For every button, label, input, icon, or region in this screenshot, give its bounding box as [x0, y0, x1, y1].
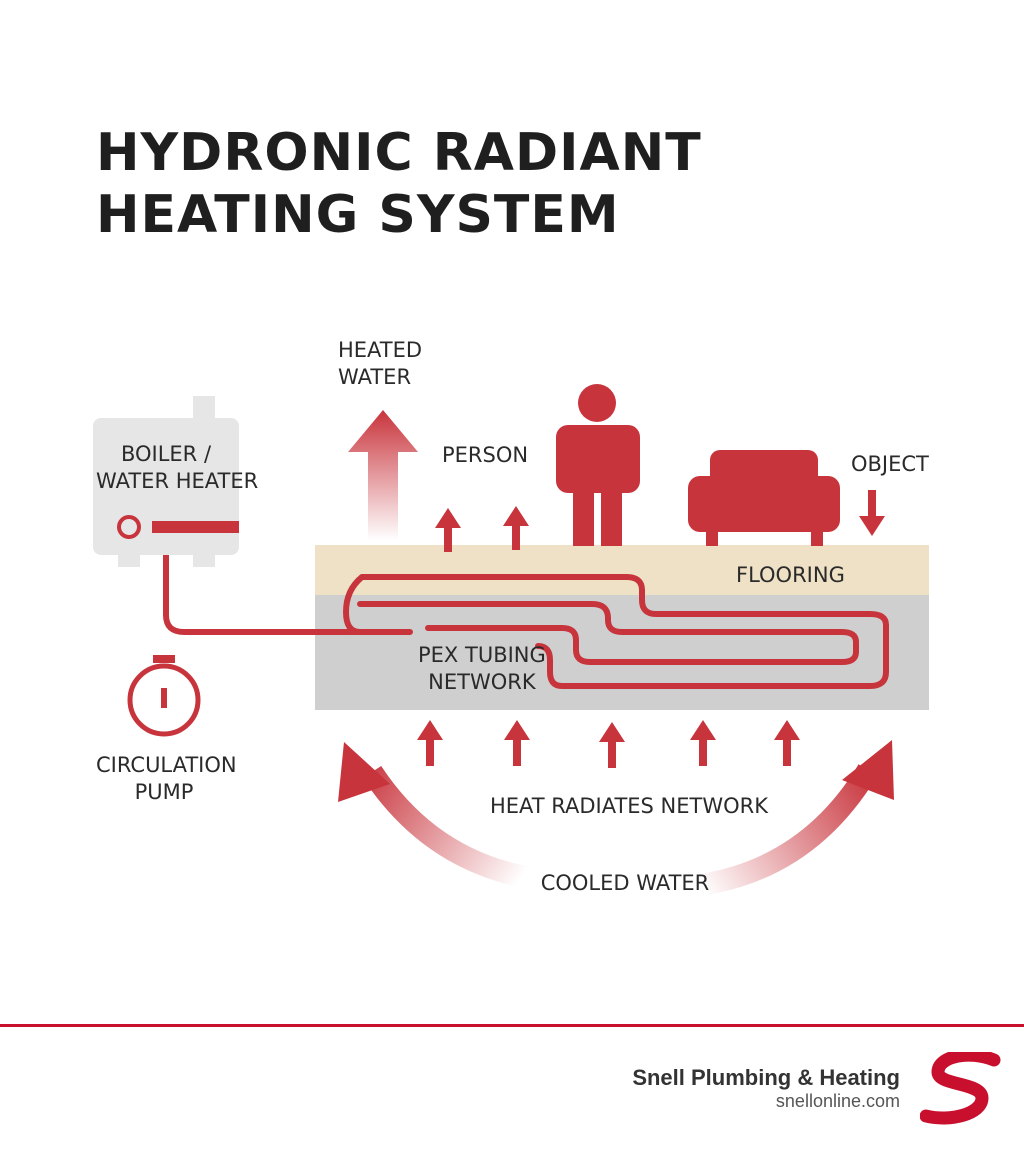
page-title: HYDRONIC RADIANT HEATING SYSTEM — [96, 122, 702, 246]
person-icon — [556, 384, 640, 546]
boiler-label: BOILER / WATER HEATER — [96, 442, 259, 493]
boiler-icon — [93, 396, 239, 567]
up-arrow-icon — [435, 506, 529, 552]
heated-water-arrow-icon — [348, 410, 418, 540]
circulation-pump-label: CIRCULATION PUMP — [96, 753, 237, 804]
heat-arrows — [417, 720, 800, 768]
snell-logo-icon — [920, 1052, 1001, 1125]
armchair-icon — [688, 450, 840, 546]
cooled-water-arrow-right-icon — [704, 740, 894, 895]
object-label: OBJECT — [851, 452, 929, 476]
pex-tubing-label: PEX TUBING NETWORK — [418, 643, 546, 694]
flooring-layer — [315, 545, 929, 595]
footer-divider — [0, 1024, 1024, 1027]
pex-tubing — [343, 574, 889, 689]
person-label: PERSON — [442, 443, 529, 467]
supply-pipe — [163, 555, 410, 635]
down-arrow-icon — [859, 490, 885, 536]
pump-icon — [127, 655, 201, 737]
flooring-label: FLOORING — [736, 563, 845, 587]
heat-radiates-label: HEAT RADIATES NETWORK — [489, 794, 769, 818]
cooled-water-arrow-left-icon — [338, 742, 533, 889]
radiant-heating-diagram — [93, 384, 929, 895]
title-line-1: HYDRONIC RADIANT — [96, 123, 702, 183]
brand-url: snellonline.com — [775, 1091, 900, 1111]
heated-water-label: HEATED WATER — [338, 338, 423, 389]
cooled-water-label: COOLED WATER — [540, 871, 710, 895]
brand-name: Snell Plumbing & Heating — [632, 1065, 900, 1090]
title-line-2: HEATING SYSTEM — [96, 185, 620, 245]
